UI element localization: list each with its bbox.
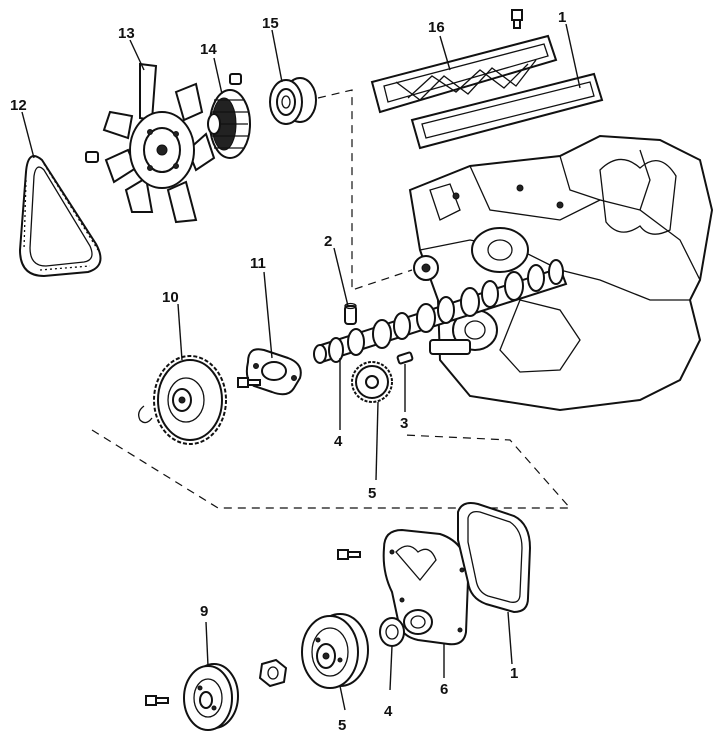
woodruff-key — [396, 351, 414, 365]
callout-5-mid: 5 — [368, 485, 376, 502]
spacer-ring — [379, 617, 405, 647]
fan-nut — [85, 151, 99, 163]
crankshaft-stub — [429, 339, 471, 355]
camshaft — [313, 259, 568, 364]
fan-clutch — [207, 89, 251, 159]
callout-15: 15 — [262, 15, 279, 32]
camshaft-gear — [351, 361, 393, 403]
inspection-cover-plate — [370, 34, 558, 114]
thrust-plate — [245, 348, 302, 396]
callout-1-bottom: 1 — [510, 665, 518, 682]
damper-bolt — [145, 695, 169, 706]
callout-10: 10 — [162, 289, 179, 306]
callout-14: 14 — [200, 41, 217, 58]
callout-11: 11 — [250, 255, 266, 272]
guide-line-pulley-to-engine — [317, 89, 413, 291]
thrust-plate-bolt — [237, 377, 261, 388]
callout-6: 6 — [440, 681, 448, 698]
idler-gear — [153, 355, 227, 445]
callout-4-bottom: 4 — [384, 703, 393, 720]
callout-2: 2 — [324, 233, 332, 250]
water-pump-pulley — [269, 77, 317, 125]
leader-lines — [21, 23, 581, 711]
damper-pulley — [183, 663, 239, 731]
drive-belt — [18, 155, 102, 278]
dowel-pin — [344, 302, 357, 325]
cover-bolt — [511, 9, 523, 29]
callout-12: 12 — [10, 97, 27, 114]
guide-line-gear-train — [91, 429, 572, 509]
crankshaft-pulley — [301, 613, 369, 689]
callout-16: 16 — [428, 19, 445, 36]
callout-13: 13 — [118, 25, 135, 42]
timing-cover — [382, 528, 470, 646]
crankshaft-nut — [258, 658, 288, 688]
timing-cover-gasket — [457, 502, 532, 614]
cover-gasket — [410, 72, 604, 150]
timing-cover-bolt — [337, 549, 361, 560]
callout-4-mid: 4 — [334, 433, 343, 450]
callout-1-top: 1 — [558, 9, 566, 26]
snap-ring — [138, 405, 153, 424]
clutch-nut — [229, 73, 242, 85]
callout-9: 9 — [200, 603, 208, 620]
callout-5-bottom: 5 — [338, 717, 346, 734]
callout-3: 3 — [400, 415, 408, 432]
cooling-fan — [102, 62, 216, 224]
water-pump-hub — [413, 255, 439, 281]
